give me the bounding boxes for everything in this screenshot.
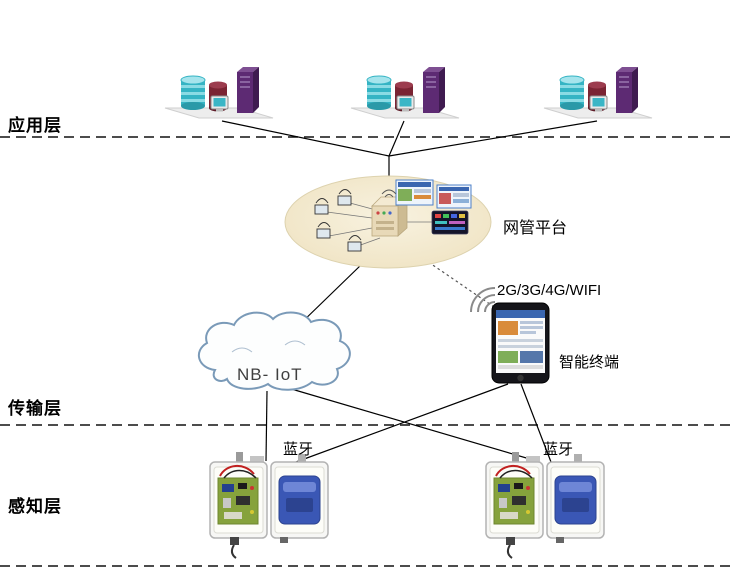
nbiot-cloud-icon bbox=[197, 311, 351, 391]
connector-platform-terminal bbox=[423, 258, 498, 310]
sensor-device-icon bbox=[209, 451, 329, 559]
nbiot-label: NB- IoT bbox=[237, 365, 303, 384]
connector-cloud-device-right bbox=[287, 387, 541, 463]
layer-label-application: 应用层 bbox=[8, 116, 62, 135]
network-platform-icon bbox=[284, 175, 492, 269]
layer-label-transport: 传输层 bbox=[8, 399, 62, 418]
server-cluster-icon bbox=[543, 66, 653, 119]
wireless-label: 2G/3G/4G/WIFI bbox=[497, 282, 602, 299]
sensor-device-icon bbox=[485, 451, 605, 559]
control-panel-icon bbox=[431, 210, 469, 235]
server-cluster-icon bbox=[350, 66, 460, 119]
connector-platform-cloud bbox=[296, 263, 363, 328]
server-cluster-icon bbox=[164, 66, 274, 119]
connector-cluster3-platform bbox=[388, 120, 598, 157]
connector-cluster2-platform bbox=[388, 120, 405, 157]
platform-label: 网管平台 bbox=[503, 220, 568, 237]
layer-label-perception: 感知层 bbox=[8, 497, 62, 516]
wireless-signal-icon bbox=[470, 287, 496, 313]
workstation-icons bbox=[314, 189, 362, 252]
smartphone-icon bbox=[491, 302, 550, 384]
connector-terminal-device-left bbox=[295, 383, 509, 463]
bluetooth-label-right: 蓝牙 bbox=[543, 441, 574, 458]
connector-cluster1-platform bbox=[221, 120, 390, 157]
connector-terminal-device-right bbox=[520, 383, 552, 463]
screenshot-thumbnails bbox=[395, 179, 472, 209]
terminal-label: 智能终端 bbox=[559, 354, 620, 371]
connector-cloud-device-left bbox=[265, 390, 268, 462]
bluetooth-label-left: 蓝牙 bbox=[283, 441, 314, 458]
connector-lines bbox=[221, 120, 598, 463]
